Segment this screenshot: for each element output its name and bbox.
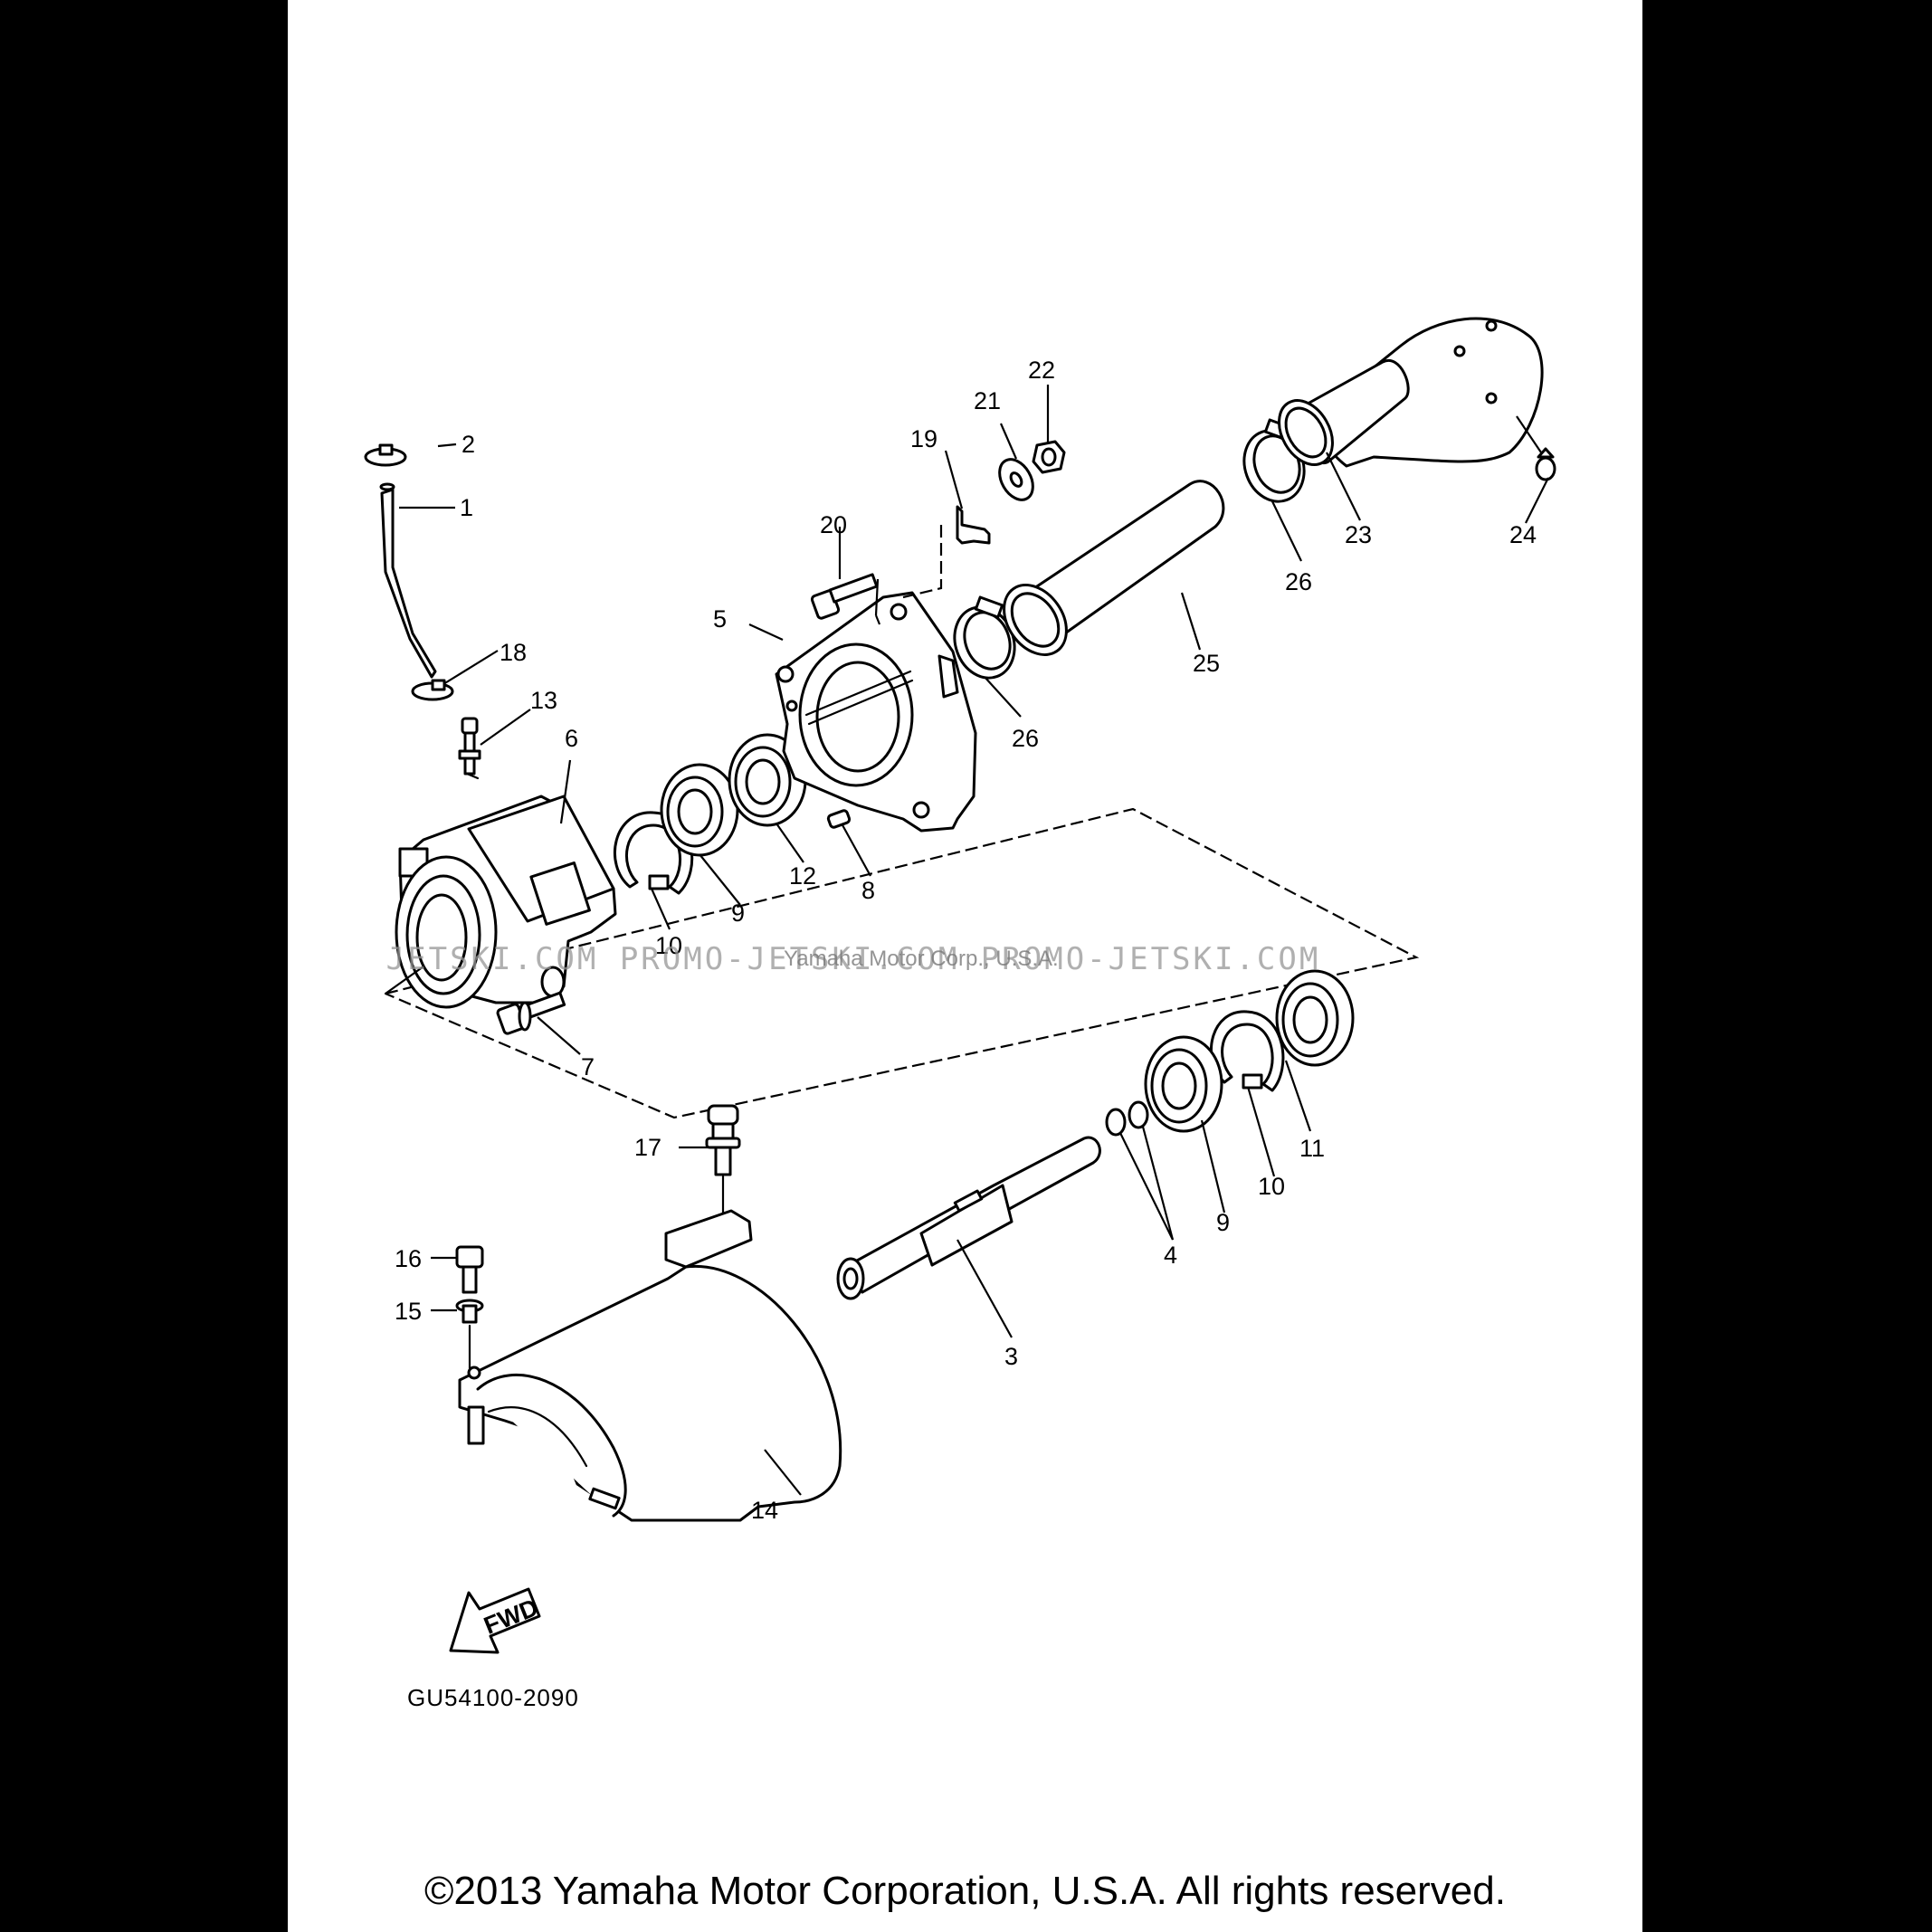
part-8-dowel-pin	[826, 809, 852, 829]
callout-16: 16	[395, 1245, 422, 1272]
callout-18: 18	[500, 639, 527, 666]
leader-lines	[399, 385, 1549, 1496]
part-19-bracket	[902, 505, 991, 599]
part-26-clamp-lower	[953, 595, 1016, 680]
callout-15: 15	[395, 1298, 422, 1325]
callout-19: 19	[910, 425, 937, 452]
callout-25: 25	[1193, 650, 1220, 677]
part-22-nut	[1032, 440, 1066, 474]
part-25-hose	[1003, 480, 1225, 656]
callout-10-right: 10	[1258, 1173, 1285, 1200]
exploded-parts-diagram: FWD	[364, 317, 1556, 1654]
part-20-bolt	[810, 573, 881, 625]
diagram-code: GU54100-2090	[407, 1684, 579, 1711]
callout-4: 4	[1164, 1242, 1177, 1269]
part-17-stopper	[705, 1104, 741, 1219]
callout-labels: 2 1 18 13 6 7 10 9 12 8 5 11 10 9 4 3 14…	[395, 357, 1537, 1524]
callout-22: 22	[1028, 357, 1055, 384]
assembly-group-outline	[385, 807, 1420, 1119]
part-3-drive-shaft	[836, 1136, 1101, 1300]
part-9-bearing-lower	[1144, 1035, 1223, 1133]
callout-9-upper: 9	[731, 899, 745, 927]
part-4-o-rings	[1105, 1100, 1149, 1137]
callout-14: 14	[751, 1497, 778, 1524]
fwd-arrow-icon: FWD	[449, 1587, 542, 1654]
callout-8: 8	[861, 877, 875, 904]
callout-5: 5	[713, 605, 727, 633]
part-2-clamp	[364, 443, 407, 467]
callout-7: 7	[581, 1053, 595, 1080]
callout-26-upper: 26	[1285, 568, 1312, 595]
part-15-collar	[455, 1299, 484, 1370]
callout-3: 3	[1004, 1343, 1018, 1370]
parts-diagram-sheet: FWD	[288, 0, 1642, 1932]
callout-11: 11	[1299, 1135, 1325, 1162]
watermark-credit: Yamaha Motor Corp., U.S.A.	[784, 947, 1059, 971]
callout-10-left: 10	[655, 932, 682, 959]
callout-21: 21	[974, 387, 1001, 414]
part-13-bolt	[458, 717, 481, 780]
callout-24: 24	[1509, 521, 1537, 548]
part-18-clamp	[411, 679, 454, 701]
part-21-washer	[998, 458, 1034, 501]
callout-12: 12	[789, 862, 816, 890]
callout-6: 6	[565, 725, 578, 752]
callout-13: 13	[530, 687, 557, 714]
part-23-elbow	[1278, 317, 1544, 468]
callout-20: 20	[820, 511, 847, 538]
callout-17: 17	[634, 1134, 661, 1161]
watermark-text: JETSKI.COM PROMO-JETSKI.COM PROMO-JETSKI…	[385, 941, 1321, 977]
part-5-housing	[775, 591, 977, 833]
callout-26-lower: 26	[1012, 725, 1039, 752]
part-6-bearing-housing	[384, 795, 617, 1009]
part-9-bearing-upper	[660, 763, 739, 857]
callout-23: 23	[1345, 521, 1372, 548]
part-11-bearing	[1275, 969, 1355, 1067]
part-14-cover	[458, 1209, 842, 1522]
part-16-bolt	[455, 1245, 484, 1294]
callout-9-lower: 9	[1216, 1209, 1230, 1236]
part-7-bolt	[496, 991, 566, 1035]
callout-2: 2	[462, 431, 475, 458]
part-24-screw	[1535, 447, 1556, 481]
part-1-hose	[379, 482, 437, 679]
copyright-notice: ©2013 Yamaha Motor Corporation, U.S.A. A…	[424, 1869, 1506, 1913]
callout-1: 1	[460, 494, 473, 521]
